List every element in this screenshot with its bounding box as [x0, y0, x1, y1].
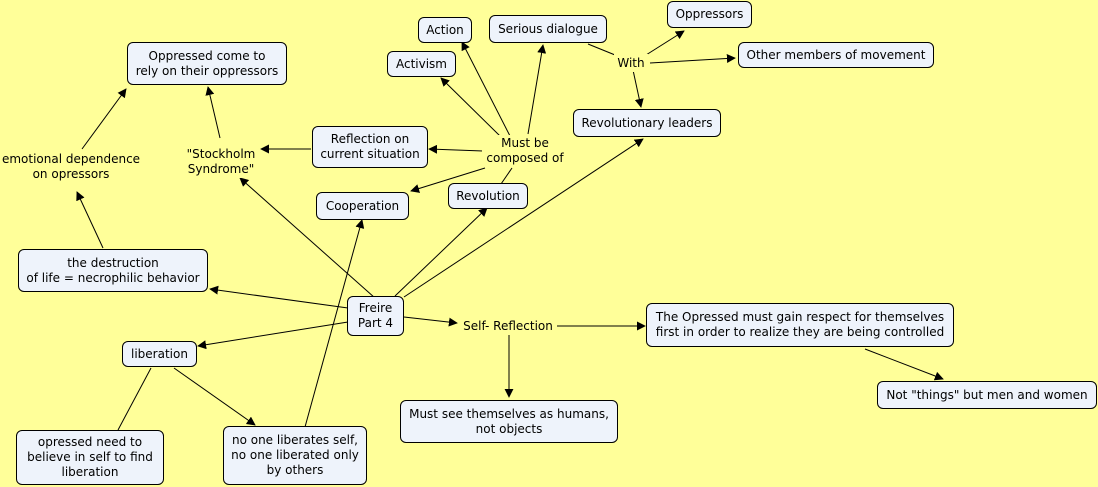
label-emotional-dependence: emotional dependence on opressors: [0, 151, 142, 183]
node-activism[interactable]: Activism: [387, 51, 456, 77]
label-must-be-composed: Must be composed of: [482, 135, 568, 167]
node-gain-respect[interactable]: The Opressed must gain respect for thems…: [646, 303, 954, 347]
node-revolutionary-leaders[interactable]: Revolutionary leaders: [573, 109, 721, 137]
edge-respect-not-things: [864, 348, 944, 381]
edge-liberation-believe: [117, 367, 152, 431]
node-action[interactable]: Action: [418, 17, 472, 43]
edge-freire-revolution: [394, 207, 488, 297]
edge-composed-action: [461, 41, 511, 137]
node-serious-dialogue[interactable]: Serious dialogue: [489, 15, 607, 43]
edge-with-other-members: [649, 53, 736, 64]
edge-composed-reflection: [428, 144, 484, 154]
node-liberation[interactable]: liberation: [122, 341, 197, 367]
edge-composed-revolution: [500, 167, 513, 185]
edge-with-oppressors: [645, 30, 685, 56]
edge-freire-self-reflection: [403, 316, 458, 327]
label-with: With: [614, 54, 648, 72]
edge-emotional-oppressed: [81, 88, 127, 150]
edge-freire-liberation: [197, 321, 349, 350]
edge-liberation-no-one: [173, 367, 256, 426]
edge-freire-revolutionary-leaders: [403, 138, 644, 298]
edge-composed-cooperation: [410, 167, 486, 193]
node-cooperation[interactable]: Cooperation: [316, 192, 409, 220]
edge-no-one-cooperation: [304, 219, 365, 428]
label-stockholm: "Stockholm Syndrome": [183, 146, 259, 178]
node-believe-in-self[interactable]: opressed need to believe in self to find…: [16, 430, 164, 485]
edge-with-leaders: [632, 69, 644, 108]
node-destruction-of-life[interactable]: the destruction of life = necrophilic be…: [18, 249, 208, 292]
node-other-members[interactable]: Other members of movement: [738, 42, 934, 68]
node-oppressed-rely[interactable]: Oppressed come to rely on their oppresso…: [127, 42, 287, 85]
node-see-as-humans[interactable]: Must see themselves as humans, not objec…: [400, 400, 618, 443]
node-reflection-current[interactable]: Reflection on current situation: [312, 126, 428, 168]
node-oppressors[interactable]: Oppressors: [667, 1, 752, 28]
edge-stockholm-oppressed: [205, 86, 221, 139]
label-self-reflection: Self- Reflection: [459, 317, 557, 335]
node-no-one-liberates[interactable]: no one liberates self, no one liberated …: [223, 426, 367, 485]
edge-freire-stockholm: [239, 177, 376, 299]
node-revolution[interactable]: Revolution: [448, 183, 528, 209]
edge-composed-activism: [440, 77, 501, 137]
edge-composed-dialogue: [527, 44, 547, 135]
node-not-things[interactable]: Not "things" but men and women: [877, 381, 1097, 409]
node-freire-part-4[interactable]: Freire Part 4: [347, 296, 404, 336]
edge-freire-destruction: [209, 285, 349, 309]
edge-destruction-emotional: [76, 191, 104, 249]
